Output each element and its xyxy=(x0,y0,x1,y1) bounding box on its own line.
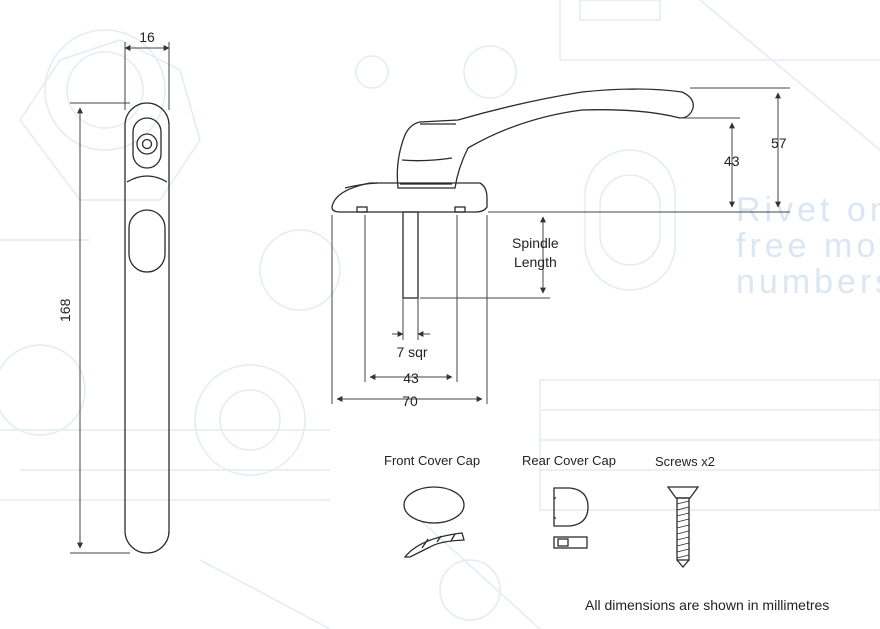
dim-spindle-square xyxy=(392,298,430,340)
dim-lever xyxy=(488,87,790,213)
label-overall-height: 57 xyxy=(771,135,787,151)
label-spindle-length: Spindle Length xyxy=(512,235,559,270)
handle-side-view xyxy=(331,88,694,299)
label-spindle-square: 7 sqr xyxy=(396,344,428,360)
dim-base xyxy=(331,215,488,404)
label-front-cover-cap: Front Cover Cap xyxy=(384,453,481,468)
label-handle-width: 16 xyxy=(139,29,155,45)
watermark-line-3: numbers xyxy=(736,263,880,301)
watermark-line-2: free mov xyxy=(736,227,880,265)
dim-handle-length xyxy=(70,102,130,554)
label-base-inner: 43 xyxy=(403,370,419,386)
screw-drawing xyxy=(666,486,700,568)
dim-spindle-length xyxy=(420,216,550,299)
label-rear-cover-cap: Rear Cover Cap xyxy=(522,453,616,468)
label-screws: Screws x2 xyxy=(655,454,715,469)
label-base-outer: 70 xyxy=(402,393,418,409)
dimensions-note: All dimensions are shown in millimetres xyxy=(585,597,830,613)
rear-cover-cap-drawing xyxy=(553,487,589,549)
handle-front-view xyxy=(124,102,170,554)
label-lever-drop: 43 xyxy=(724,153,740,169)
label-handle-length: 168 xyxy=(57,298,73,322)
watermark-line-1: Rivet on xyxy=(736,191,880,229)
dim-handle-width xyxy=(124,42,170,110)
front-cover-cap-drawing xyxy=(403,486,465,558)
